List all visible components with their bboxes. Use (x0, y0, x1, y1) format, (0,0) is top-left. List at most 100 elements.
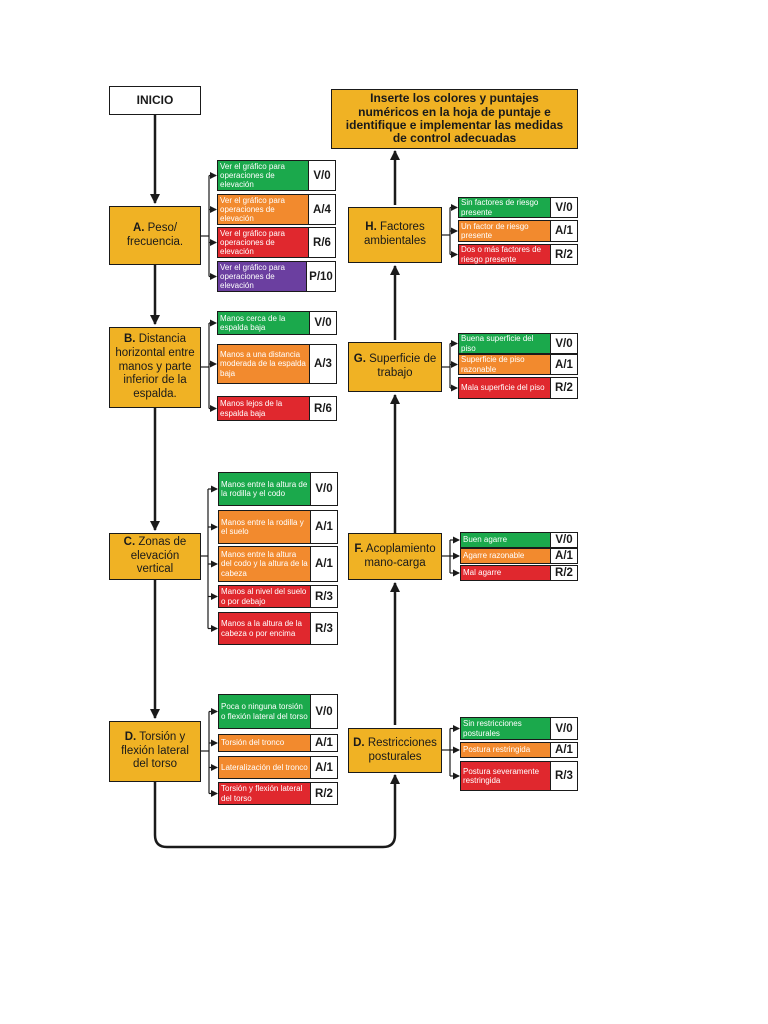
factor-g-box: G. Superficie de trabajo (348, 342, 442, 392)
factor-f-text: Acoplamiento mano-carga (364, 542, 436, 569)
option-label: Dos o más factores de riesgo presente (459, 245, 550, 264)
option-label: Manos a una distancia moderada de la esp… (218, 345, 309, 383)
factor-b-letter: B. (123, 333, 136, 345)
factor-e-text: Restricciones posturales (367, 736, 437, 763)
option-score: A/1 (550, 355, 577, 374)
option-label: Agarre razonable (461, 549, 550, 563)
option-score: V/0 (550, 718, 577, 739)
option-score: A/1 (310, 547, 337, 581)
factor-a-text: Peso/ frecuencia. (126, 221, 184, 248)
option-label: Buen agarre (461, 533, 550, 547)
option-label: Torsión del tronco (219, 735, 310, 751)
factor-d-text: Torsión y flexión lateral del torso (121, 730, 189, 771)
factor-b-box: B. Distancia horizontal entre manos y pa… (109, 327, 201, 408)
option-label: Ver el gráfico para operaciones de eleva… (218, 195, 308, 224)
factor-a-letter: A. (132, 221, 145, 234)
option-score: V/0 (550, 533, 577, 547)
option-label: Torsión y flexión lateral del torso (219, 783, 310, 804)
option-label: Sin restricciones posturales (461, 718, 550, 739)
option-score: A/1 (550, 743, 577, 757)
option-score: R/6 (309, 397, 336, 420)
option-score: V/0 (310, 473, 337, 505)
factor-g-letter: G. (353, 353, 366, 366)
factor-b-text: Distancia horizontal entre manos y parte… (115, 333, 195, 401)
option-score: V/0 (550, 334, 577, 353)
option-score: R/2 (310, 783, 337, 804)
option-score: R/6 (308, 228, 335, 257)
factor-h-letter: H. (365, 221, 377, 234)
option-score: A/1 (310, 735, 337, 751)
option-label: Manos cerca de la espalda baja (218, 312, 309, 334)
factor-c-box: C. Zonas de elevación vertical (109, 533, 201, 580)
option-score: R/2 (550, 378, 577, 398)
option-a-2: Ver el gráfico para operaciones de eleva… (217, 194, 336, 225)
option-score: A/4 (308, 195, 335, 224)
option-c-1: Manos entre la altura de la rodilla y el… (218, 472, 338, 506)
option-label: Manos entre la rodilla y el suelo (219, 511, 310, 543)
option-label: Un factor de riesgo presente (459, 221, 550, 241)
option-label: Postura severamente restringida (461, 762, 550, 790)
factor-g-text: Superficie de trabajo (369, 353, 437, 379)
option-score: A/1 (310, 511, 337, 543)
factor-e-letter: D. (353, 736, 365, 749)
factor-h-box: H. Factores ambientales (348, 207, 442, 263)
option-label: Buena superficie del piso (459, 334, 550, 353)
option-c-3: Manos entre la altura del codo y la altu… (218, 546, 338, 582)
option-label: Postura restringida (461, 743, 550, 757)
option-label: Manos lejos de la espalda baja (218, 397, 309, 420)
option-label: Manos entre la altura de la rodilla y el… (219, 473, 310, 505)
option-label: Mal agarre (461, 566, 550, 580)
option-score: R/2 (550, 245, 577, 264)
factor-f-box: F. Acoplamiento mano-carga (348, 533, 442, 580)
option-a-4: Ver el gráfico para operaciones de eleva… (217, 261, 336, 292)
factor-f-letter: F. (354, 542, 364, 555)
option-a-3: Ver el gráfico para operaciones de eleva… (217, 227, 336, 258)
option-label: Superficie de piso razonable (459, 355, 550, 374)
option-label: Ver el gráfico para operaciones de eleva… (218, 262, 306, 291)
option-score: V/0 (308, 161, 335, 190)
option-score: A/1 (550, 549, 577, 563)
option-label: Poca o ninguna torsión o flexión lateral… (219, 695, 310, 728)
option-score: R/2 (550, 566, 577, 580)
option-a-1: Ver el gráfico para operaciones de eleva… (217, 160, 336, 191)
option-label: Manos entre la altura del codo y la altu… (219, 547, 310, 581)
arrow-d-to-e (153, 774, 400, 849)
option-score: V/0 (550, 198, 577, 217)
final-instruction-box: Inserte los colores y puntajes numéricos… (331, 89, 578, 149)
start-box: INICIO (109, 86, 201, 115)
option-label: Mala superficie del piso (459, 378, 550, 398)
option-score: R/3 (550, 762, 577, 790)
factor-d-letter: D. (124, 730, 137, 743)
option-score: A/3 (309, 345, 336, 383)
factor-h-text: Factores ambientales (363, 221, 426, 247)
option-score: A/1 (550, 221, 577, 241)
factor-c-letter: C. (123, 535, 136, 548)
option-score: V/0 (309, 312, 336, 334)
option-label: Manos al nivel del suelo o por debajo (219, 586, 310, 607)
option-label: Sin factores de riesgo presente (459, 198, 550, 217)
option-score: R/3 (310, 586, 337, 607)
option-score: R/3 (310, 613, 337, 644)
factor-e-box: D. Restricciones posturales (348, 728, 442, 773)
factor-d-box: D. Torsión y flexión lateral del torso (109, 721, 201, 782)
option-c-5: Manos a la altura de la cabeza o por enc… (218, 612, 338, 645)
option-d-1: Poca o ninguna torsión o flexión lateral… (218, 694, 338, 729)
option-label: Ver el gráfico para operaciones de eleva… (218, 161, 308, 190)
